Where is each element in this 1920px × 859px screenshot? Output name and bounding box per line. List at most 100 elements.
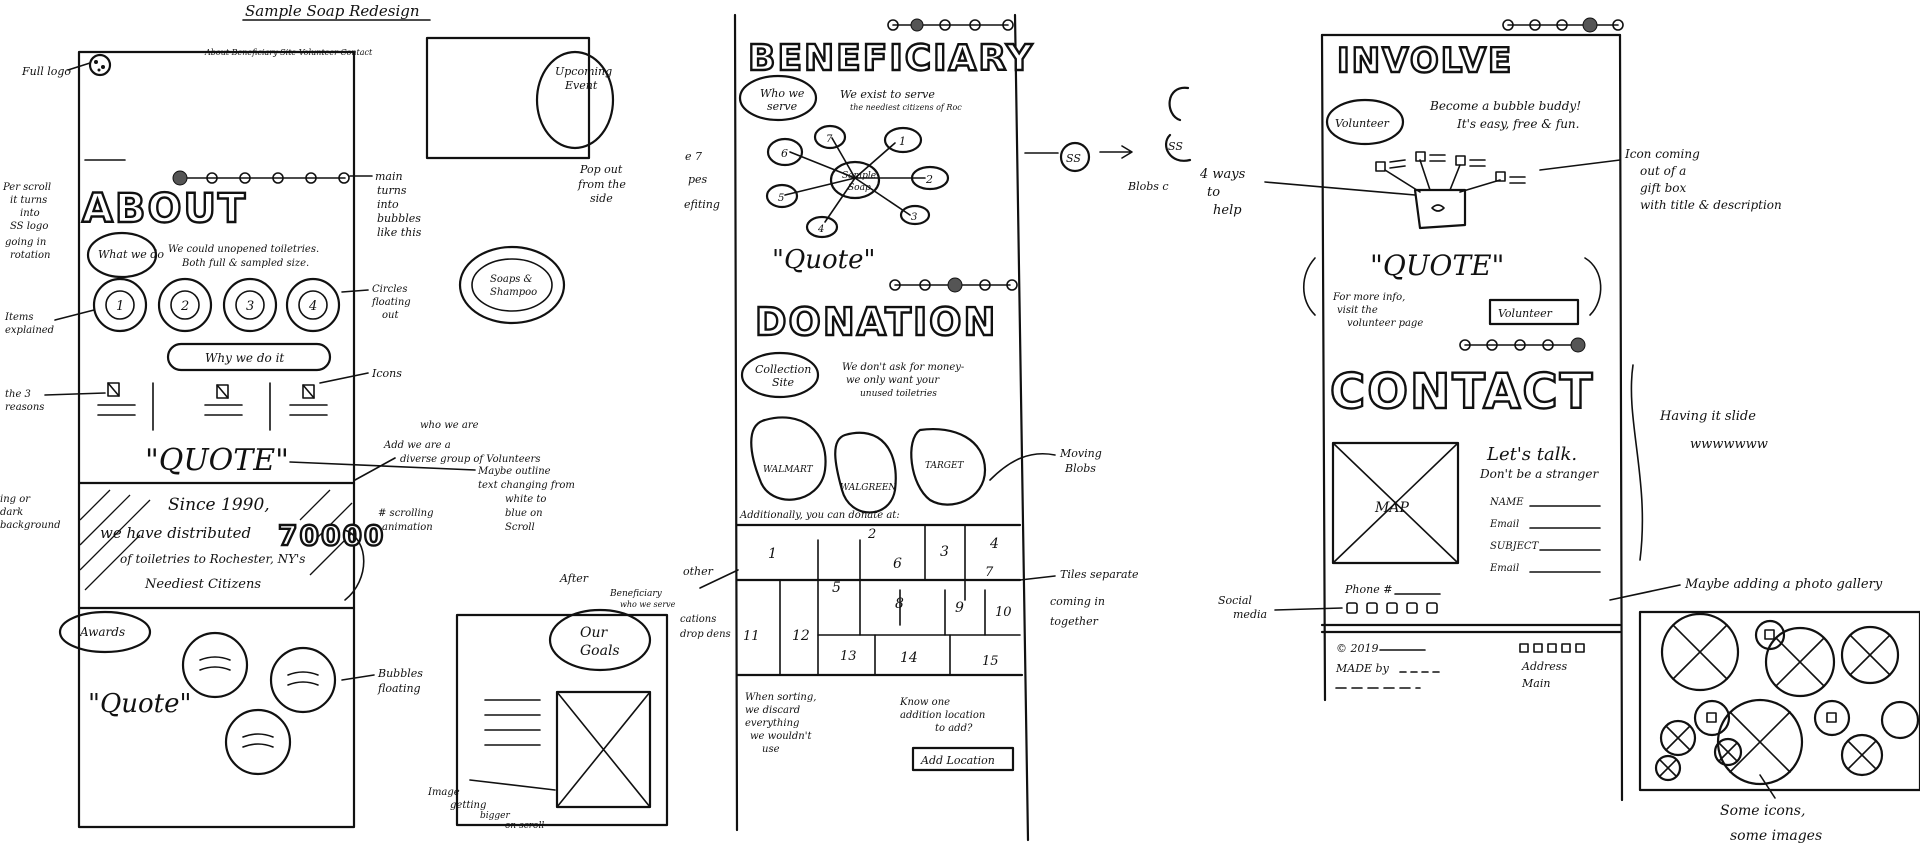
note-moving-1: Moving	[1059, 447, 1102, 460]
note-outline-3: white to	[505, 494, 546, 505]
item-circles: 1 2 3 4	[92, 277, 341, 333]
tile-14: 14	[900, 650, 918, 666]
spoke-1: 1	[899, 135, 906, 148]
awards-label: Awards	[79, 625, 125, 639]
note-ways-2: to	[1207, 185, 1220, 200]
discard-1: When sorting,	[745, 692, 816, 703]
stat-line-1: Since 1990,	[168, 495, 270, 515]
page-title: Sample Soap Redesign	[245, 2, 420, 20]
form-name-label: NAME	[1489, 497, 1524, 508]
note-social-2: media	[1233, 608, 1267, 621]
ss-bubble	[1059, 141, 1091, 173]
note-moving-2: Blobs	[1064, 462, 1096, 475]
know-2: addition location	[900, 710, 985, 721]
more-info-3: volunteer page	[1347, 318, 1423, 329]
note-after-3: who we serve	[620, 600, 676, 609]
note-gift-2: out of a	[1640, 164, 1686, 178]
note-per-scroll-1: Per scroll	[2, 182, 51, 193]
reason-icons	[97, 382, 328, 431]
note-volunteers-1: who we are	[420, 420, 479, 431]
note-ways-1: 4 ways	[1199, 167, 1246, 182]
quote-2: "Quote"	[88, 689, 191, 719]
note-dark-2: dark	[0, 507, 23, 518]
note-ss-2: SS	[1168, 140, 1183, 153]
store-blobs: WALMART WALGREEN TARGET	[750, 416, 987, 514]
spoke-4: 4	[817, 224, 824, 235]
scroll-dots-4	[1502, 17, 1624, 33]
note-main-5: like this	[377, 226, 422, 239]
tile-7: 7	[985, 565, 994, 580]
note-tiles-3: together	[1050, 615, 1099, 628]
note-gift-3: gift box	[1640, 181, 1687, 195]
volunteer-button[interactable]	[1488, 298, 1580, 326]
note-image-2: getting	[450, 800, 486, 811]
social-icon[interactable]	[1366, 602, 1378, 614]
note-pop-3: side	[590, 192, 613, 205]
phone-label: Phone #	[1344, 583, 1392, 596]
note-bubbles-2: floating	[377, 682, 421, 695]
add-location-label: Add Location	[920, 754, 995, 767]
social-icon[interactable]	[1426, 602, 1438, 614]
no-money-3: unused toiletries	[860, 389, 937, 399]
social-icon[interactable]	[1406, 602, 1418, 614]
social-icon[interactable]	[1386, 602, 1398, 614]
note-icons-1: Some icons,	[1720, 803, 1805, 819]
note-circles-3: out	[382, 310, 399, 321]
circle-1: 1	[116, 299, 124, 314]
spoke-6: 6	[781, 147, 788, 160]
scroll-dots-2	[887, 18, 1014, 32]
beneficiary-quote: "Quote"	[772, 245, 875, 275]
note-volunteers-3: diverse group of Volunteers	[400, 454, 540, 465]
tile-2: 2	[867, 527, 876, 542]
note-outline-4: blue on	[505, 508, 543, 519]
spoke-2: 2	[925, 173, 933, 186]
note-left-3: efiting	[684, 198, 720, 211]
note-per-scroll-6: rotation	[10, 250, 50, 261]
goals-line-2: Goals	[580, 643, 620, 659]
note-blobs-partial: Blobs c	[1127, 180, 1169, 193]
soaps-line-1: Soaps &	[490, 274, 533, 285]
about-heading: ABOUT	[82, 186, 247, 232]
event-line-1: Upcoming	[555, 65, 612, 78]
gift-box-icon	[1413, 188, 1467, 230]
note-image-3: bigger	[480, 811, 510, 821]
spoke-7: 7	[826, 134, 833, 145]
column-involve: INVOLVE Volunteer Become a bubble buddy!…	[1320, 17, 1624, 802]
note-dark-1: ing or	[0, 494, 31, 505]
form-email2-label: Email	[1489, 563, 1519, 574]
goals-frame	[455, 613, 669, 827]
what-we-do-label: What we do	[98, 248, 164, 261]
note-items: Items	[4, 312, 34, 323]
stat-line-3: of toiletries to Rochester, NY's	[120, 552, 305, 566]
social-icon[interactable]	[1346, 602, 1358, 614]
tile-8: 8	[895, 596, 904, 612]
contact-heading: CONTACT	[1330, 364, 1594, 420]
add-location-button[interactable]	[911, 746, 1015, 772]
note-tiles-2: coming in	[1050, 595, 1105, 608]
note-per-scroll-5: going in	[5, 237, 46, 248]
volunteer-button-label: Volunteer	[1498, 307, 1553, 320]
beneficiary-hub: Sample Soap 1 2 3 4 5 6 7	[765, 124, 950, 239]
note-social-1: Social	[1218, 594, 1252, 607]
circle-2: 2	[180, 299, 189, 314]
column-beneficiary-notes: e 7 pes efiting SS SS Blobs c Moving Blo…	[680, 86, 1192, 640]
note-per-scroll-2: it turns	[10, 195, 47, 206]
note-circles-1: Circles	[372, 284, 407, 295]
map-placeholder[interactable]	[1331, 441, 1460, 565]
more-info-1: For more info,	[1332, 292, 1405, 303]
goals-image-placeholder	[555, 690, 652, 809]
note-outline-2: text changing from	[478, 480, 575, 491]
column-about-notes: Full logo Per scroll it turns into SS lo…	[0, 36, 676, 831]
note-locations-1: cations	[680, 614, 716, 625]
tile-10: 10	[995, 605, 1012, 620]
stat-number: 70000	[278, 519, 385, 552]
event-bubble	[535, 50, 615, 150]
intro-line-2: Both full & sampled size.	[181, 258, 309, 269]
circle-3: 3	[246, 299, 254, 314]
note-icons: Icons	[371, 367, 402, 380]
discard-2: we discard	[745, 705, 800, 716]
column-beneficiary: BENEFICIARY Who we serve We exist to ser…	[733, 13, 1033, 842]
tile-5: 5	[832, 580, 841, 596]
note-gift-1: Icon coming	[1624, 147, 1700, 161]
